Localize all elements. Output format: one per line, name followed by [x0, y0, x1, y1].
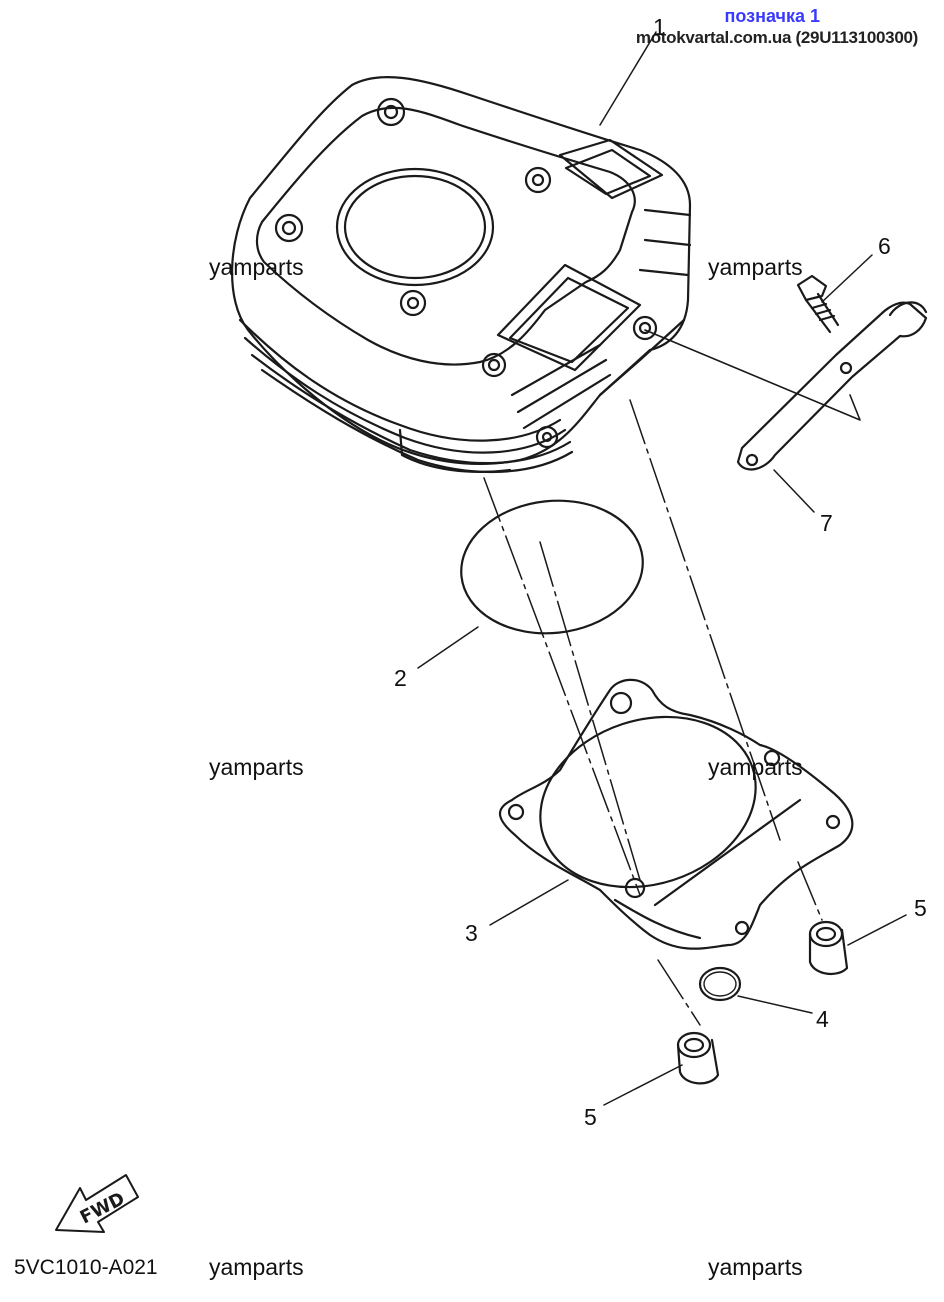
fwd-label: FWD [77, 1188, 128, 1228]
dowel-pin-left [676, 1031, 720, 1085]
diagram-code: 5VC1010-A021 [14, 1256, 158, 1279]
watermark-top-left: yamparts [209, 254, 304, 280]
watermark-top-right: yamparts [708, 254, 803, 280]
watermark-bottom-left: yamparts [209, 1254, 304, 1280]
watermark-mid-right: yamparts [708, 754, 803, 780]
alignment-lines [483, 399, 823, 1026]
site-reference: motokvartal.com.ua (29U113100300) [635, 28, 918, 47]
leader-lines [417, 31, 907, 1106]
small-o-ring-part [698, 966, 742, 1002]
callout-7: 7 [820, 510, 833, 536]
callout-5-left: 5 [584, 1104, 597, 1130]
callout-2: 2 [394, 665, 407, 691]
callout-1: 1 [653, 14, 666, 40]
watermark-mid-left: yamparts [209, 754, 304, 780]
o-ring-part [460, 499, 644, 635]
callout-5-right: 5 [914, 895, 927, 921]
bolt-part [796, 274, 840, 334]
callout-3: 3 [465, 920, 478, 946]
callout-6: 6 [878, 233, 891, 259]
watermark-bottom-right: yamparts [708, 1254, 803, 1280]
callout-4: 4 [816, 1006, 829, 1032]
dowel-pin-right [808, 920, 849, 976]
cylinder-gasket-part [498, 678, 854, 950]
mark-title: позначка 1 [724, 6, 821, 26]
cylinder-part [230, 76, 861, 474]
bracket-part [736, 301, 928, 471]
fwd-arrow-icon: FWD [55, 1174, 139, 1233]
